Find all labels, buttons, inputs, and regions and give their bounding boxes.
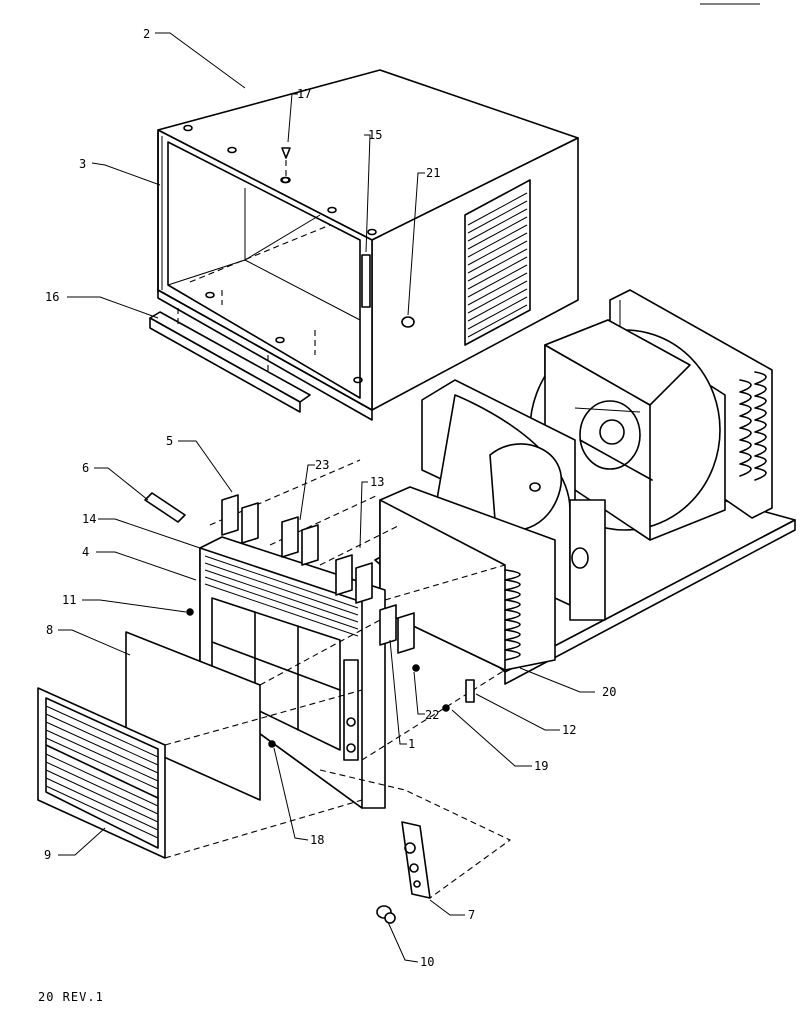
callout-22: 22 [425, 708, 439, 722]
part-12-clip [465, 679, 475, 703]
callout-8: 8 [46, 623, 53, 637]
cabinet-shell [157, 69, 579, 421]
grille-slats [45, 705, 159, 839]
callout-5: 5 [166, 434, 173, 448]
callout-14: 14 [82, 512, 96, 526]
callout-4: 4 [82, 545, 89, 559]
callout-12: 12 [562, 723, 576, 737]
part-19-screw [442, 704, 450, 712]
callout-6: 6 [82, 461, 89, 475]
part-16-seal-bar [149, 290, 316, 413]
part-22-screw [412, 664, 420, 672]
callout-3: 3 [79, 157, 86, 171]
mounting-brackets [221, 494, 415, 654]
callout-15: 15 [368, 128, 382, 142]
callout-19: 19 [534, 759, 548, 773]
callout-11: 11 [62, 593, 76, 607]
part-18-screw [268, 740, 276, 748]
front-panel [199, 536, 386, 809]
condenser-assembly [529, 289, 773, 541]
evaporator-coil [379, 486, 556, 671]
callout-13: 13 [370, 475, 384, 489]
part-6-rod [144, 492, 186, 523]
callout-9: 9 [44, 848, 51, 862]
part-7-control-plate [401, 821, 431, 899]
assembly-guide-lines [164, 459, 512, 899]
callout-20: 20 [602, 685, 616, 699]
callout-1: 1 [408, 737, 415, 751]
callout-10: 10 [420, 955, 434, 969]
callout-16: 16 [45, 290, 59, 304]
condenser-coil-loops [739, 371, 767, 481]
callout-labels: 2 3 17 15 21 16 5 6 23 13 14 4 11 8 9 18… [44, 27, 616, 969]
callout-2: 2 [143, 27, 150, 41]
part-9-front-grille [37, 687, 166, 859]
callout-21: 21 [426, 166, 440, 180]
cabinet-louvers [467, 192, 528, 338]
part-10-knob [376, 905, 396, 924]
part-11-screw [186, 608, 194, 616]
part-8-filter [125, 631, 261, 801]
revision-footer: 20 REV.1 [38, 990, 104, 1004]
callout-7: 7 [468, 908, 475, 922]
callout-17: 17 [297, 87, 311, 101]
callout-23: 23 [315, 458, 329, 472]
callout-leaders [58, 32, 595, 963]
callout-18: 18 [310, 833, 324, 847]
